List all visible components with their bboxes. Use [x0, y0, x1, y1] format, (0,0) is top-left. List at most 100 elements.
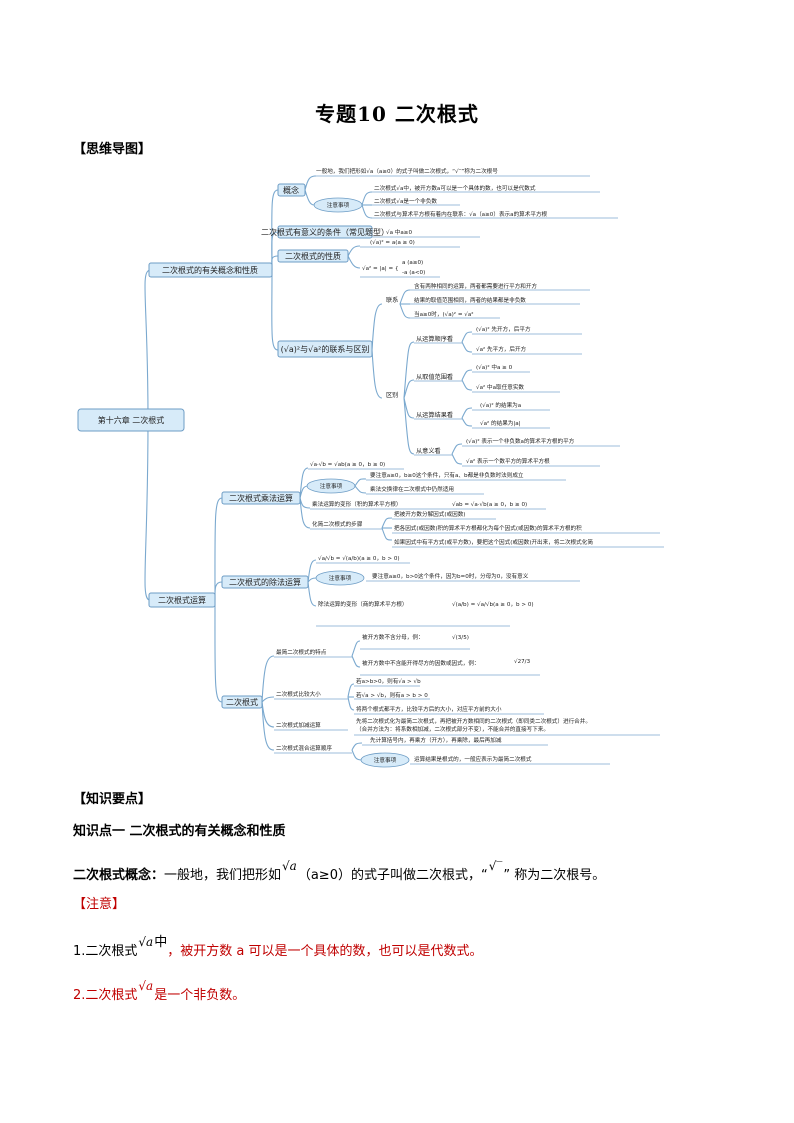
note-item-2: 2.二次根式√a是一个非负数。 [73, 979, 246, 1003]
mindmap-heading: 【思维导图】 [73, 142, 152, 157]
note-oval: 注意事项 [313, 197, 363, 213]
concept-node: 概念 [277, 183, 306, 197]
svg-text:二次根式: 二次根式 [226, 697, 258, 707]
meaning-label: 从意义看 [416, 447, 441, 455]
simplest-leaf: 被开方数中不含能开得尽方的因数或因式，例： [362, 659, 479, 667]
addsub-leaf: 先将二次根式化为最简二次根式，再把被开方数相同的二次根式（即同类二次根式）进行合… [356, 717, 591, 725]
order-leaf: (√a)² 先开方，后平方 [476, 325, 531, 333]
link-leaf: 含有两种相同的运算，两者都需要进行平方和开方 [414, 282, 537, 290]
connector [347, 245, 361, 257]
concept-note-leaf: 二次根式√a是一个非负数 [374, 197, 437, 205]
connector [451, 453, 463, 465]
knowledge-heading: 【知识要点】 [73, 792, 152, 807]
distinct-label: 区别 [386, 391, 398, 399]
svg-text:注意事项: 注意事项 [329, 574, 352, 582]
compare-leaf: 将两个根式都平方，比较平方后的大小，对应平方前的大小 [356, 705, 502, 713]
connector [354, 485, 367, 494]
result-label: 从运算结果看 [416, 411, 453, 419]
simplify-label: 化简二次根式的步骤 [312, 520, 363, 528]
connector [399, 289, 411, 305]
concept-leaf: 一般地，我们把形如√a（a≥0）的式子叫做二次根式，“√‾”称为二次根号 [316, 167, 498, 175]
page-title: 专题10 二次根式 [315, 102, 479, 126]
note-oval: 注意事项 [360, 752, 410, 768]
svg-text:(√a)²与√a²的联系与区别: (√a)²与√a²的联系与区别 [281, 344, 370, 354]
mixed-label: 二次根式混合运算顺序 [276, 744, 332, 752]
mixed-note-leaf: 运算结果是根式的，一般应表示为最简二次根式 [414, 755, 532, 763]
note-label: 【注意】 [73, 897, 126, 912]
connector [261, 655, 275, 703]
connector [214, 581, 223, 601]
connector [271, 231, 279, 271]
compare-leaf: 若√a > √b，则有a > b > 0 [356, 691, 428, 699]
meaningful-leaf: √a 中a≥0 [386, 228, 412, 236]
property-leaf: √a² = |a| = [362, 265, 393, 272]
connector [399, 303, 411, 319]
compare-label: 二次根式比较大小 [276, 690, 321, 698]
link-leaf: 结果的取值范围相同，两者的结果都是非负数 [414, 296, 526, 304]
simplify-leaf: 如果因式中有平方式(或平方数)，要把这个因式(或因数)开出来，将二次根式化简 [394, 538, 593, 546]
connector [347, 696, 355, 711]
connector [381, 517, 393, 529]
diff-node: (√a)²与√a²的联系与区别 [277, 340, 373, 358]
concept-note-leaf: 二次根式√a中，被开方数a可以是一个具体的数，也可以是代数式 [374, 184, 536, 192]
svg-text:二次根式乘法运算: 二次根式乘法运算 [229, 493, 293, 503]
concept-note-leaf: 二次根式与算术平方根有着内在联系：√a（a≥0）表示a的算术平方根 [374, 210, 548, 218]
div-node: 二次根式的除法运算 [221, 575, 309, 589]
svg-text:概念: 概念 [283, 185, 299, 195]
addsub-label: 二次根式加减运算 [276, 721, 321, 729]
connector [403, 379, 415, 399]
branch-concepts-node: 二次根式的有关概念和性质 [148, 262, 273, 278]
connector [361, 204, 373, 219]
order-label: 从运算顺序看 [416, 335, 453, 343]
property-case: a (a≥0) [402, 260, 423, 266]
meaning-leaf: (√a)² 表示一个非负数a的算术平方根的平方 [466, 437, 575, 445]
connector [403, 341, 415, 399]
connector [461, 341, 473, 353]
connector [361, 191, 373, 206]
addsub-leaf: （合并方法为：将系数相加减，二次根式部分不变），不能合并的直接写下来。 [356, 725, 549, 733]
meaning-leaf: √a² 表示一个数平方的算术平方根 [466, 457, 550, 465]
mind-map: 第十六章 二次根式 二次根式的有关概念和性质 二次根式运算 概念 二次根式有意义… [77, 167, 664, 768]
svg-text:注意事项: 注意事项 [327, 201, 350, 209]
connector [403, 397, 415, 419]
simplify-leaf: 把各因式(或因数)积的算术平方根都化为每个因式(或因数)的算术平方根的积 [394, 524, 582, 532]
div-leaf: √(a/b) = √a/√b(a ≥ 0，b > 0) [452, 601, 534, 608]
definition-line: 二次根式概念：一般地，我们把形如√a（a≥0）的式子叫做二次根式，“√‾” 称为… [73, 859, 605, 883]
connector [347, 255, 361, 269]
svg-text:二次根式的有关概念和性质: 二次根式的有关概念和性质 [162, 265, 258, 275]
connector [214, 599, 223, 703]
connector [381, 527, 393, 541]
svg-text:注意事项: 注意事项 [320, 482, 343, 490]
connector [261, 696, 275, 703]
svg-text:二次根式运算: 二次根式运算 [158, 595, 206, 605]
mul-note-leaf: 乘法交换律在二次根式中仍然适用 [370, 485, 454, 493]
connector [351, 742, 363, 751]
svg-text:二次根式的性质: 二次根式的性质 [285, 251, 341, 261]
sqrt-a-symbol: √a [138, 935, 154, 949]
connector [351, 640, 361, 657]
note-item-1-text: ，被开方数 a 可以是一个具体的数，也可以是代数式。 [167, 944, 483, 959]
branch-operations-node: 二次根式运算 [148, 592, 216, 608]
simplest-example: √27/3 [514, 658, 531, 665]
definition-label: 二次根式概念： [73, 868, 165, 883]
div-leaf: √a/√b = √(a/b)(a ≥ 0，b > 0) [318, 555, 400, 562]
svg-text:注意事项: 注意事项 [374, 756, 397, 764]
note-item-2-text: 是一个非负数。 [154, 988, 246, 1003]
connector [347, 683, 355, 698]
connector [299, 497, 311, 529]
mul-note-leaf: 要注意a≥0，b≥0这个条件，只有a、b都是非负数时法则成立 [370, 471, 524, 479]
property-node: 二次根式的性质 [277, 249, 349, 263]
mixed-leaf: 先计算括号内，再乘方（开方），再乘除，最后再加减 [370, 736, 502, 744]
div-leaf: 除法运算的变形（商的算术平方根） [318, 600, 408, 608]
connector [304, 175, 317, 191]
sqrt-a-symbol: √a [138, 979, 154, 993]
mul-leaf: √a·√b = √ab(a ≥ 0，b ≥ 0) [310, 461, 385, 468]
property-leaf: (√a)² = a(a ≥ 0) [370, 239, 415, 246]
svg-text:二次根式的除法运算: 二次根式的除法运算 [229, 577, 301, 587]
radical-node: 二次根式 [221, 695, 263, 709]
connector [271, 255, 279, 271]
connector [461, 369, 473, 381]
connector [214, 497, 223, 601]
connector [299, 497, 311, 509]
range-leaf: (√a)² 中a ≥ 0 [476, 363, 513, 371]
